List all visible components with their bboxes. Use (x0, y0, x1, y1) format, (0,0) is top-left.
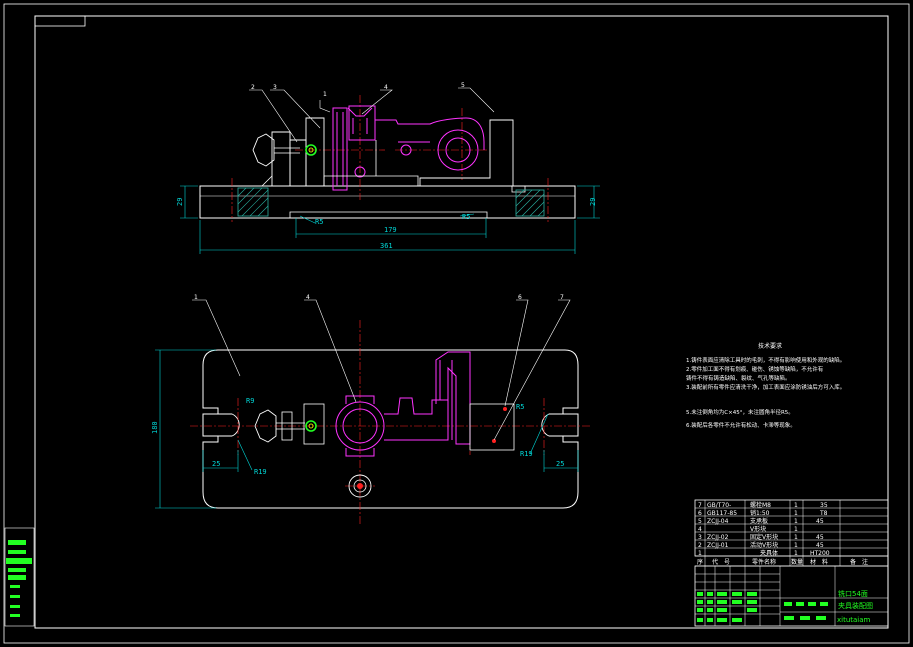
bom-name: 夹具体 (760, 549, 778, 557)
tech-line-4: 3.装配前所有零件应清洗干净，加工表面应涂防锈油后方可入库。 (686, 383, 845, 391)
bom-name: 活动V形块 (750, 541, 778, 549)
front-label-4: 4 (384, 84, 388, 91)
bom-no: 5 (698, 518, 702, 525)
bom-header-qty: 数量 (791, 558, 803, 566)
tech-line-3: 铸件不得有铸造缺陷、裂纹、气孔等缺陷。 (686, 374, 791, 382)
bom-row-4: 4 V形块 1 (698, 525, 798, 533)
bom-qty: 1 (794, 550, 798, 557)
bom-material: 35 (820, 502, 828, 509)
top-label-7: 7 (560, 294, 564, 301)
dim-front-r-right: R5 (462, 213, 470, 221)
bom-name: 支承板 (750, 517, 768, 525)
bom-no: 7 (698, 502, 702, 509)
bom-row-3: 3 ZCJJ-02 固定V形块 1 45 (698, 533, 824, 541)
bom-row-1: 1 夹具体 1 HT200 (698, 549, 830, 557)
bom-qty: 1 (794, 510, 798, 517)
bom-name: 螺栓M8 (750, 501, 771, 509)
bom-row-5: 5 ZCJJ-04 支承板 1 45 (698, 517, 824, 525)
bom-table: 7 GB/T70- 螺栓M8 1 35 6 GB117-85 销1:50 1 T… (694, 499, 889, 567)
bom-no: 2 (698, 542, 702, 549)
bom-code: ZCJJ-01 (707, 542, 729, 549)
bom-row-6: 6 GB117-85 销1:50 1 T8 (698, 509, 828, 517)
dim-top-r-left2: R19 (254, 468, 267, 476)
top-label-1: 1 (194, 294, 198, 301)
bom-name: V形块 (750, 525, 766, 533)
bom-code: GB117-85 (707, 510, 737, 517)
bom-name: 固定V形块 (750, 533, 778, 541)
bom-name: 销1:50 (750, 509, 770, 517)
dim-top-right-x: 25 (556, 460, 564, 468)
bom-code: GB/T70- (707, 502, 731, 509)
front-view: 2 3 1 4 5 29 29 179 361 R5 R5 (176, 82, 600, 254)
bom-qty: 1 (794, 534, 798, 541)
bom-no: 1 (698, 550, 702, 557)
front-label-1: 1 (323, 91, 327, 98)
tech-line-6: 6.装配后各零件不允许有松动、卡滞等现象。 (686, 421, 796, 429)
tech-line-1: 1.铸件表面应清除工具时的毛刺，不得有影响使用和外观的缺陷。 (686, 356, 845, 364)
dim-top-left-x: 25 (212, 460, 220, 468)
bom-no: 6 (698, 510, 702, 517)
bom-header-note: 备 注 (850, 558, 868, 566)
bom-qty: 1 (794, 502, 798, 509)
bom-material: 45 (816, 518, 824, 525)
tech-line-2: 2.零件加工面不得有划痕、碰伤、锈蚀等缺陷，不允许有 (686, 365, 824, 373)
dim-top-height: 180 (151, 421, 159, 434)
bom-material: HT200 (810, 550, 830, 557)
bom-material: 45 (816, 534, 824, 541)
bom-no: 3 (698, 534, 702, 541)
side-strip (4, 527, 35, 627)
top-label-4: 4 (306, 294, 310, 301)
technical-requirements: 技术要求 1.铸件表面应清除工具时的毛刺，不得有影响使用和外观的缺陷。 2.零件… (686, 342, 845, 429)
title-line-2: 夹具装配图 (838, 601, 873, 610)
front-label-2: 2 (251, 84, 255, 91)
dim-top-r-right2: R5 (516, 403, 524, 411)
dim-front-bottom: 179 (384, 226, 397, 234)
title-watermark: xitutaiam (837, 616, 871, 624)
tech-title: 技术要求 (758, 342, 782, 350)
dim-front-h-left: 29 (176, 198, 184, 206)
bom-code: ZCJJ-02 (707, 534, 729, 541)
bom-material: 45 (816, 542, 824, 549)
bom-material: T8 (819, 510, 828, 517)
dim-front-overall: 361 (380, 242, 393, 250)
dim-front-r-left: R5 (315, 218, 323, 226)
bom-no: 4 (698, 526, 702, 533)
bom-header-code: 代 号 (712, 558, 730, 566)
dim-front-h-right: 29 (589, 198, 597, 206)
corner-tab (34, 15, 86, 27)
outer-frame (3, 3, 910, 644)
bom-row-2: 2 ZCJJ-01 活动V形块 1 45 (698, 541, 824, 549)
dim-top-r-left: R9 (246, 397, 254, 405)
inner-frame (34, 15, 889, 629)
bom-qty: 1 (794, 542, 798, 549)
bom-qty: 1 (794, 526, 798, 533)
top-label-6: 6 (518, 294, 522, 301)
bom-header-material: 材 料 (810, 558, 828, 566)
bom-row-7: 7 GB/T70- 螺栓M8 1 35 (698, 501, 828, 509)
tech-line-5: 5.未注倒角均为C×45°，未注圆角半径R5。 (686, 408, 794, 416)
title-line-1: 铣口54面 (838, 589, 868, 598)
title-block: 铣口54面 夹具装配图 xitutaiam (694, 565, 889, 627)
top-view: 1 4 6 7 180 25 25 R9 R19 R19 R5 (151, 294, 590, 525)
front-label-5: 5 (461, 82, 465, 89)
bom-qty: 1 (794, 518, 798, 525)
bom-header-name: 零件名称 (752, 558, 776, 566)
front-label-3: 3 (273, 84, 277, 91)
bom-code: ZCJJ-04 (707, 518, 729, 525)
dim-top-r-right: R19 (520, 450, 533, 458)
bom-header: 序 代 号 零件名称 数量 材 料 备 注 (697, 558, 868, 566)
bom-header-no: 序 (697, 558, 703, 566)
